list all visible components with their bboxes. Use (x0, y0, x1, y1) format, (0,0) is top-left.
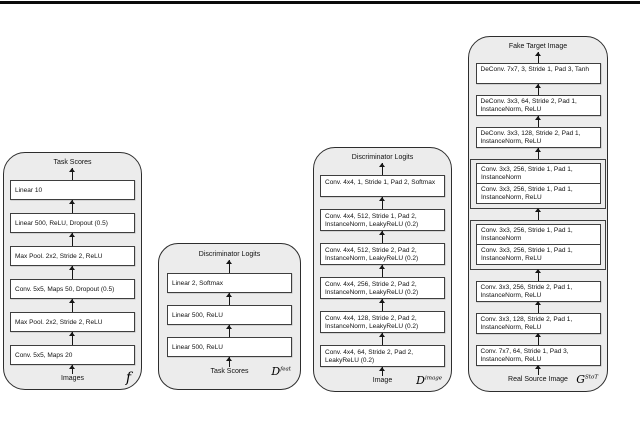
panel-footer: Image Dimage (314, 374, 451, 387)
residual-block: Conv. 3x3, 256, Stride 1, Pad 1, Instanc… (470, 219, 606, 270)
panel-feature-discriminator: Discriminator Logits Linear 2, Softmax L… (158, 243, 301, 390)
layer-box: Linear 2, Softmax (167, 273, 292, 293)
symbol-letter: D (416, 374, 425, 387)
up-arrow-icon (69, 199, 76, 213)
up-arrow-icon (534, 365, 541, 375)
panel-image-discriminator: Discriminator Logits Conv. 4x4, 1, Strid… (313, 147, 452, 392)
layer-box: Conv. 3x3, 256, Stride 1, Pad 1, Instanc… (476, 243, 601, 265)
layer-box: Linear 500, ReLU (167, 337, 292, 357)
network-symbol: GStoT (576, 373, 598, 386)
symbol-superscript: image (424, 375, 442, 382)
up-arrow-icon (379, 196, 386, 209)
layer-box: Conv. 3x3, 256, Stride 1, Pad 1, Instanc… (476, 182, 601, 204)
layer-box: DeConv. 7x7, 3, Stride 1, Pad 3, Tanh (475, 63, 601, 84)
up-arrow-icon (69, 232, 76, 246)
up-arrow-icon (534, 269, 541, 281)
layer-box: Conv. 4x4, 64, Stride 2, Pad 2, LeakyReL… (320, 345, 445, 367)
up-arrow-icon (226, 259, 233, 273)
layer-box: Max Pool. 2x2, Stride 2, ReLU (10, 312, 135, 332)
layer-box: Conv. 3x3, 256, Stride 1, Pad 1, Instanc… (476, 163, 601, 184)
top-border-rule (0, 1, 640, 4)
layer-box: Conv. 5x5, Maps 20 (10, 345, 135, 365)
network-symbol: Dfeat (271, 365, 291, 378)
residual-block: Conv. 3x3, 256, Stride 1, Pad 1, Instanc… (470, 159, 606, 209)
symbol-letter: G (576, 372, 586, 386)
layer-box: Linear 10 (10, 180, 135, 200)
layer-box: Linear 500, ReLU, Dropout (0.5) (10, 213, 135, 233)
network-symbol: Dimage (416, 374, 442, 387)
layer-box: DeConv. 3x3, 128, Stride 2, Pad 1, Insta… (475, 127, 601, 148)
up-arrow-icon (379, 162, 386, 175)
panel-output-label: Fake Target Image (508, 43, 568, 50)
panel-footer: Images f (4, 370, 141, 386)
layer-box: Conv. 5x5, Maps 50, Dropout (0.5) (10, 279, 135, 299)
up-arrow-icon (379, 366, 386, 376)
up-arrow-icon (379, 298, 386, 311)
layer-box: DeConv. 3x3, 64, Stride 2, Pad 1, Instan… (475, 95, 601, 116)
layer-box: Conv. 4x4, 128, Stride 2, Pad 2, Instanc… (320, 311, 445, 333)
up-arrow-icon (379, 264, 386, 277)
panel-output-label: Discriminator Logits (351, 154, 414, 161)
up-arrow-icon (379, 332, 386, 345)
panel-task-network: Task Scores Linear 10 Linear 500, ReLU, … (3, 152, 142, 390)
layer-box: Conv. 4x4, 512, Stride 2, Pad 2, Instanc… (320, 243, 445, 265)
up-arrow-icon (226, 292, 233, 305)
panel-input-label: Images (61, 375, 84, 382)
layer-box: Conv. 3x3, 256, Stride 2, Pad 1, Instanc… (475, 280, 601, 302)
layer-box: Conv. 7x7, 64, Stride 1, Pad 3, Instance… (475, 344, 601, 366)
panel-input-label: Real Source Image (508, 375, 568, 383)
up-arrow-icon (534, 115, 541, 127)
up-arrow-icon (534, 301, 541, 313)
panel-output-label: Discriminator Logits (198, 251, 261, 258)
panel-footer: Real Source Image GStoT (469, 373, 607, 386)
up-arrow-icon (534, 333, 541, 345)
up-arrow-icon (534, 51, 541, 63)
symbol-letter: D (271, 365, 281, 378)
layer-box: Conv. 4x4, 512, Stride 1, Pad 2, Instanc… (320, 209, 445, 231)
up-arrow-icon (69, 331, 76, 345)
up-arrow-icon (534, 208, 541, 220)
up-arrow-icon (226, 324, 233, 337)
up-arrow-icon (534, 147, 541, 159)
layer-box: Conv. 4x4, 1, Stride 1, Pad 2, Softmax (320, 175, 445, 197)
symbol-letter: f (125, 370, 131, 386)
up-arrow-icon (379, 230, 386, 243)
symbol-superscript: feat (280, 366, 291, 373)
symbol-superscript: StoT (585, 373, 598, 380)
layer-box: Max Pool. 2x2, Stride 2, ReLU (10, 246, 135, 266)
panel-generator: Fake Target Image DeConv. 7x7, 3, Stride… (468, 36, 608, 392)
panel-input-label: Task Scores (210, 368, 249, 375)
panel-output-label: Task Scores (53, 159, 92, 166)
network-symbol: f (126, 370, 131, 386)
up-arrow-icon (534, 83, 541, 95)
up-arrow-icon (226, 356, 233, 367)
layer-box: Conv. 3x3, 128, Stride 2, Pad 1, Instanc… (475, 312, 601, 334)
up-arrow-icon (69, 167, 76, 180)
layer-box: Conv. 3x3, 256, Stride 1, Pad 1, Instanc… (476, 223, 601, 245)
panel-input-label: Image (372, 377, 393, 384)
panel-footer: Task Scores Dfeat (159, 365, 300, 378)
layer-box: Linear 500, ReLU (167, 305, 292, 325)
up-arrow-icon (69, 298, 76, 312)
up-arrow-icon (69, 265, 76, 279)
layer-box: Conv. 4x4, 256, Stride 2, Pad 2, Instanc… (320, 277, 445, 299)
up-arrow-icon (69, 364, 76, 374)
